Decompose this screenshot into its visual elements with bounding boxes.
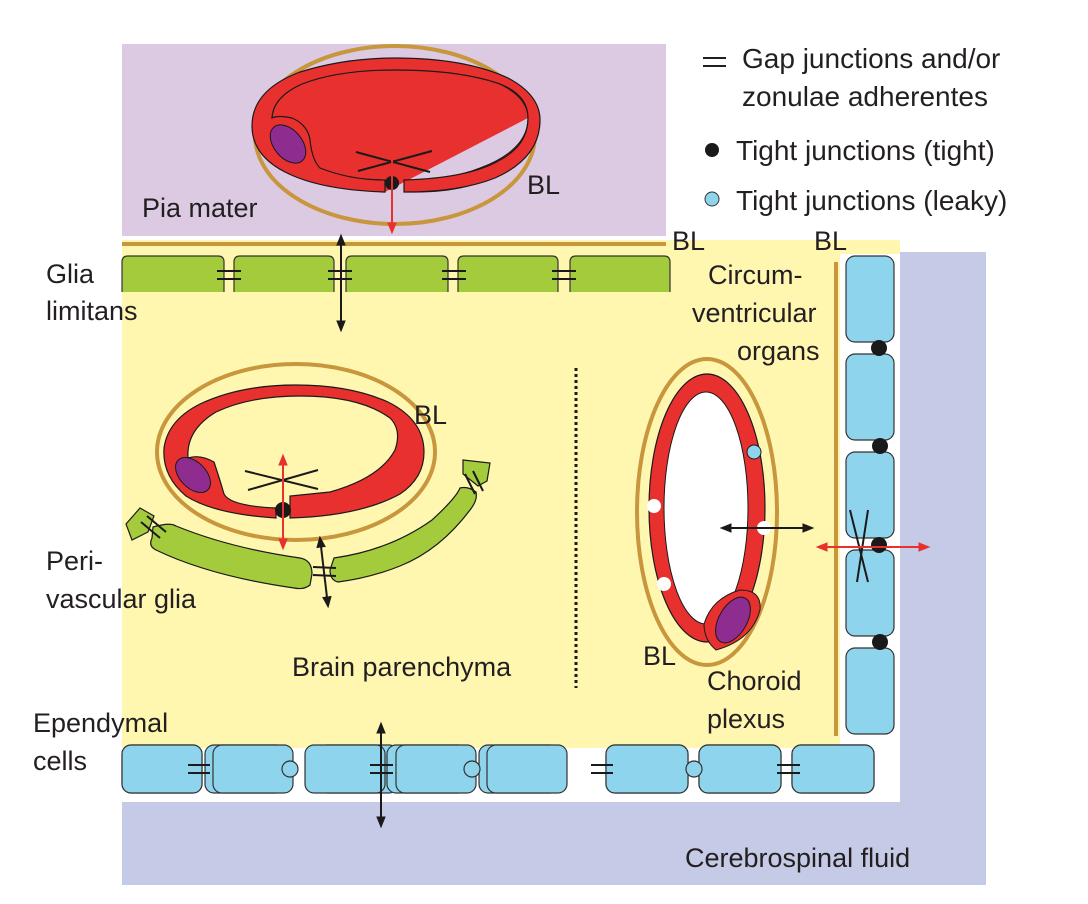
label-glia-limitans-2: limitans <box>46 296 138 326</box>
label-bl-choroid: BL <box>643 641 676 671</box>
label-brain-parenchyma: Brain parenchyma <box>292 652 512 682</box>
pia-vessel <box>251 44 541 235</box>
legend-gap-line2: zonulae adherentes <box>742 81 988 112</box>
label-bl-top: BL <box>672 226 705 256</box>
leaky-junction-dot <box>704 191 720 207</box>
perivascular-gap-junctions <box>140 470 484 577</box>
label-pia-mater: Pia mater <box>142 193 258 223</box>
label-bl-pia: BL <box>527 170 560 200</box>
gap-junction-symbol <box>703 57 726 67</box>
label-cvo-3: organs <box>737 336 820 366</box>
legend-tight: Tight junctions (tight) <box>736 135 995 166</box>
label-bl-parenchymal: BL <box>414 400 447 430</box>
tight-junction-dot <box>705 143 719 157</box>
epithelium-tight-junctions <box>871 340 888 650</box>
ependymal-leaky-junctions <box>281 760 703 778</box>
label-bl-right: BL <box>814 226 847 256</box>
label-csf: Cerebrospinal fluid <box>685 843 910 873</box>
label-ependymal-2: cells <box>33 746 87 776</box>
label-cvo-1: Circum- <box>708 260 803 290</box>
choroid-epithelium <box>845 255 895 735</box>
label-glia-limitans-1: Glia <box>46 259 95 289</box>
label-choroid-1: Choroid <box>707 666 802 696</box>
label-ependymal-1: Ependymal <box>33 708 168 738</box>
transport-arrow-perivascular <box>316 535 332 609</box>
label-cvo-2: ventricular <box>692 298 817 328</box>
parenchymal-vessel <box>155 362 437 551</box>
legend-gap-line1: Gap junctions and/or <box>742 43 1000 74</box>
ependymal-cells-fix <box>121 744 875 794</box>
legend: Gap junctions and/or zonulae adherentes … <box>703 43 1007 216</box>
legend-leaky: Tight junctions (leaky) <box>736 185 1007 216</box>
label-perivascular-1: Peri- <box>46 546 103 576</box>
choroid-plexus-vessel <box>635 357 779 667</box>
glia-limitans <box>121 255 671 292</box>
label-choroid-2: plexus <box>707 704 785 734</box>
label-perivascular-2: vascular glia <box>46 584 197 614</box>
